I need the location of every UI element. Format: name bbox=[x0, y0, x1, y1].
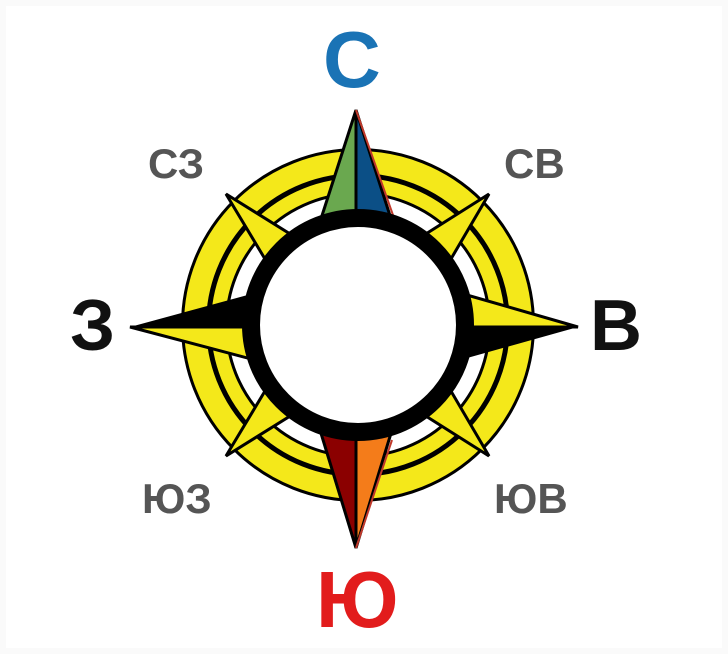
label-northeast: СВ bbox=[504, 143, 565, 185]
label-east: В bbox=[590, 290, 642, 362]
label-northwest: СЗ bbox=[148, 143, 204, 185]
label-southwest: ЮЗ bbox=[142, 478, 212, 520]
label-north: С bbox=[323, 20, 381, 100]
label-south: Ю bbox=[316, 560, 399, 640]
center-ring bbox=[251, 218, 465, 432]
label-west: З bbox=[70, 290, 115, 362]
label-southeast: ЮВ bbox=[494, 478, 568, 520]
